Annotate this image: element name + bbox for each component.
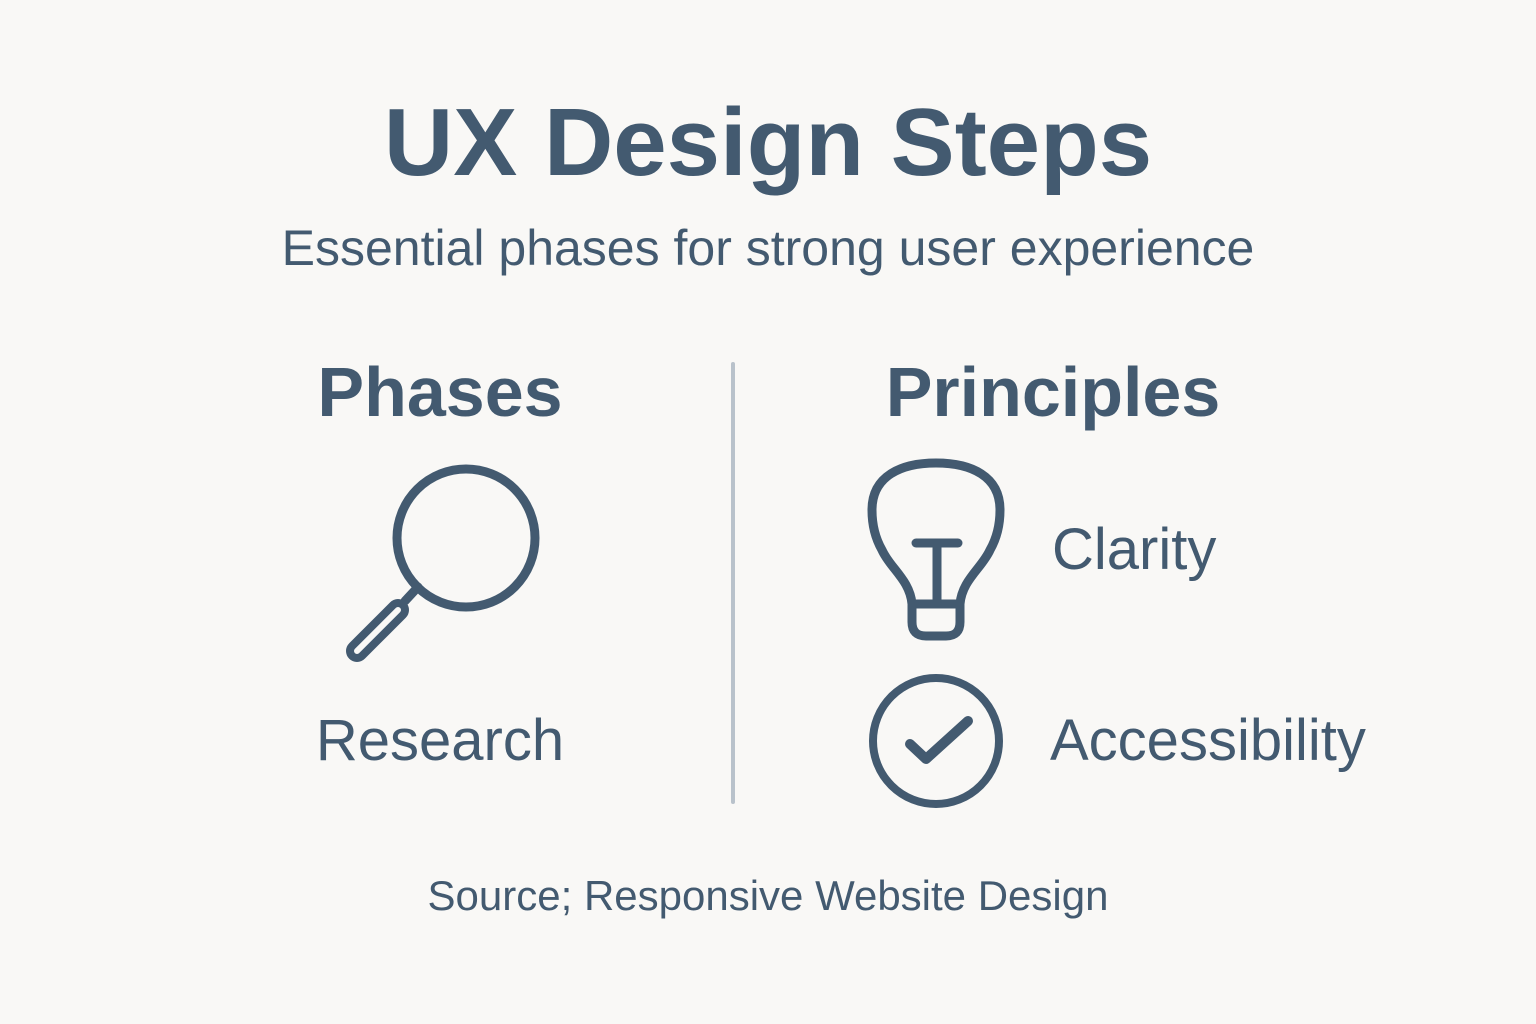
page-subtitle: Essential phases for strong user experie…: [281, 220, 1255, 276]
page-title: UX Design Steps: [383, 89, 1153, 196]
principle-item-accessibility: Accessibility: [1050, 708, 1366, 773]
phase-item-research: Research: [315, 708, 565, 773]
principles-heading: Principles: [885, 353, 1221, 431]
principle-item-clarity: Clarity: [1052, 517, 1217, 582]
column-divider: [731, 362, 735, 804]
phases-heading: Phases: [317, 353, 563, 431]
source-caption: Source; Responsive Website Design: [427, 872, 1109, 919]
